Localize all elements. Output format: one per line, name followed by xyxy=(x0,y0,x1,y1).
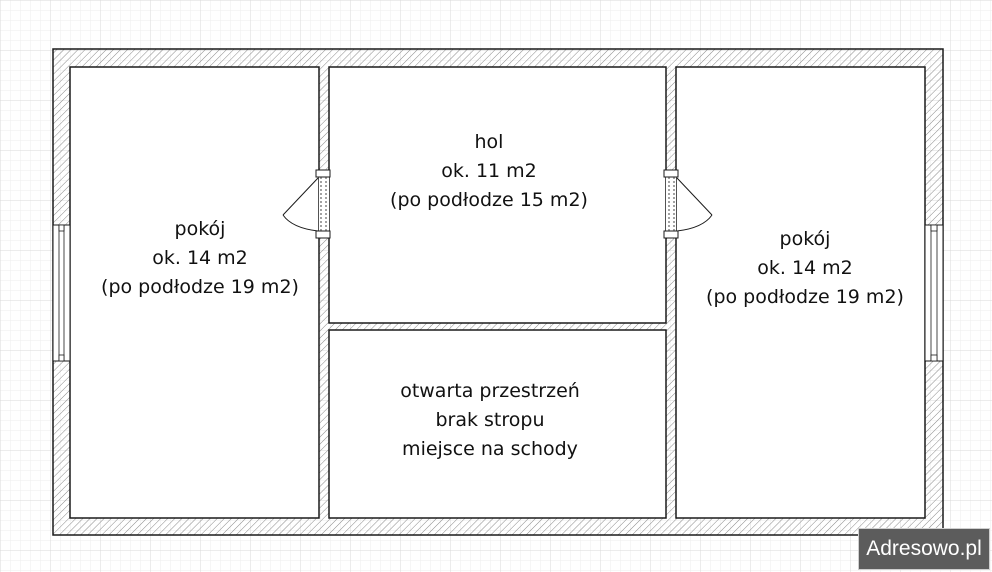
room-right xyxy=(675,66,926,519)
room-left xyxy=(69,66,320,519)
room-area: ok. 11 m2 xyxy=(441,160,537,182)
room-open-space xyxy=(328,329,667,519)
door-left xyxy=(282,169,331,239)
open-space-line-1: otwarta przestrzeń xyxy=(400,380,580,402)
room-label-open-space: otwarta przestrzeń brak stropu miejsce n… xyxy=(400,377,580,464)
room-area: ok. 14 m2 xyxy=(152,247,248,269)
room-floor-area: (po podłodze 19 m2) xyxy=(706,286,904,308)
room-hall xyxy=(328,66,667,324)
open-space-line-2: brak stropu xyxy=(435,409,545,431)
room-floor-area: (po podłodze 15 m2) xyxy=(390,189,588,211)
watermark-logo: Adresowo.pl xyxy=(858,528,990,570)
room-label-right: pokój ok. 14 m2 (po podłodze 19 m2) xyxy=(706,225,904,312)
walls xyxy=(52,48,944,536)
room-floor-area: (po podłodze 19 m2) xyxy=(101,276,299,298)
room-name: pokój xyxy=(779,228,831,250)
open-space-line-3: miejsce na schody xyxy=(402,438,578,460)
room-name: hol xyxy=(474,131,504,153)
window-left xyxy=(52,224,71,362)
room-name: pokój xyxy=(174,218,226,240)
room-label-left: pokój ok. 14 m2 (po podłodze 19 m2) xyxy=(101,215,299,302)
room-label-hall: hol ok. 11 m2 (po podłodze 15 m2) xyxy=(390,128,588,215)
window-right xyxy=(924,224,944,362)
door-right xyxy=(663,169,713,239)
room-area: ok. 14 m2 xyxy=(757,257,853,279)
